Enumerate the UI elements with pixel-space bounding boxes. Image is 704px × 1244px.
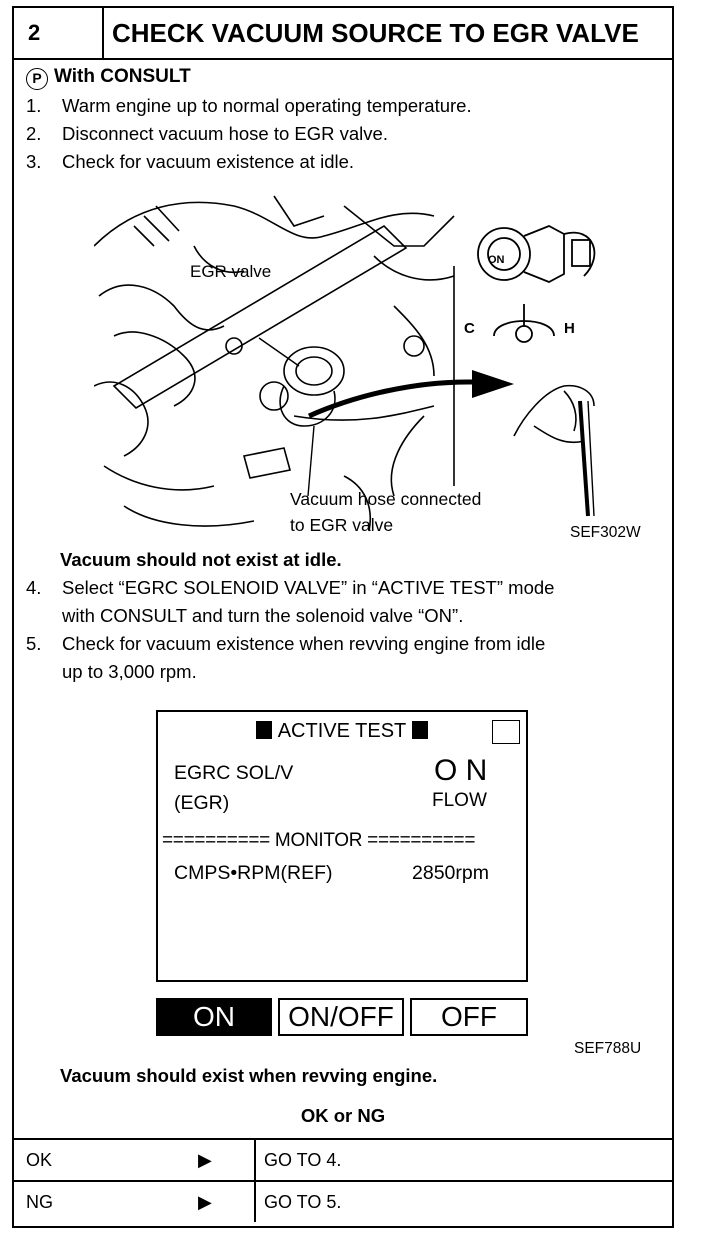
hose-label-line-2: to EGR valve	[290, 515, 394, 535]
on-button[interactable]: ON	[156, 998, 272, 1036]
result-action-ok[interactable]: GO TO 4.	[264, 1150, 342, 1170]
step-1: 1.Warm engine up to normal operating tem…	[26, 95, 472, 116]
consult-label: With CONSULT	[54, 66, 191, 87]
step-number: 2	[14, 8, 104, 58]
temp-hot-label: H	[564, 320, 575, 337]
ok-or-ng-label: OK or NG	[300, 1105, 386, 1126]
title-block-right-icon	[412, 721, 429, 739]
row-divider	[254, 1140, 256, 1180]
arrow-right-icon: ▶	[198, 1150, 212, 1170]
hose-label-line-1: Vacuum hose connected	[290, 489, 482, 509]
step-4-cont: with CONSULT and turn the solenoid valve…	[62, 605, 464, 626]
on-off-button[interactable]: ON/OFF	[278, 998, 404, 1036]
title-block-left-icon	[255, 721, 272, 739]
figure-code-2: SEF788U	[574, 1040, 642, 1057]
step-4: 4.Select “EGRC SOLENOID VALVE” in “ACTIV…	[26, 577, 555, 598]
figure-code-1: SEF302W	[570, 524, 641, 541]
header-bar: 2 CHECK VACUUM SOURCE TO EGR VALVE	[14, 8, 672, 60]
test-value-sub: FLOW	[432, 790, 487, 811]
consult-heading: P With CONSULT	[26, 66, 191, 92]
monitor-param-name: CMPS•RPM(REF)	[174, 862, 333, 884]
result-row-ok: OK ▶ GO TO 4.	[14, 1138, 672, 1180]
step-5: 5.Check for vacuum existence when revvin…	[26, 633, 546, 654]
off-button[interactable]: OFF	[410, 998, 528, 1036]
test-item-name: EGRC SOL/V	[174, 762, 294, 784]
arrow-right-icon: ▶	[198, 1192, 212, 1212]
egr-valve-illustration	[94, 195, 596, 532]
test-item-system: (EGR)	[174, 792, 230, 814]
monitor-param-value: 2850rpm	[412, 862, 489, 884]
result-label-ok: OK	[26, 1150, 53, 1170]
test-value: O N	[434, 754, 488, 787]
note-no-vacuum: Vacuum should not exist at idle.	[60, 549, 342, 570]
screen-corner-box[interactable]	[492, 720, 520, 744]
consult-screen: ACTIVE TEST EGRC SOL/V (EGR) O N FLOW ==…	[156, 710, 528, 982]
temp-cold-label: C	[464, 320, 475, 337]
page-title: CHECK VACUUM SOURCE TO EGR VALVE	[112, 18, 639, 48]
procedure-frame: 2 CHECK VACUUM SOURCE TO EGR VALVE P With…	[12, 6, 674, 1228]
consult-p-icon: P	[26, 68, 48, 90]
step-5-cont: up to 3,000 rpm.	[62, 661, 197, 682]
key-on-label: ON	[488, 254, 505, 266]
screen-title: ACTIVE TEST	[158, 720, 526, 743]
row-divider	[254, 1182, 256, 1222]
note-vacuum-exists: Vacuum should exist when revving engine.	[60, 1065, 438, 1086]
result-label-ng: NG	[26, 1192, 53, 1212]
result-row-ng: NG ▶ GO TO 5.	[14, 1180, 672, 1222]
step-2: 2.Disconnect vacuum hose to EGR valve.	[26, 123, 388, 144]
step-3: 3.Check for vacuum existence at idle.	[26, 151, 355, 172]
egr-valve-label: EGR valve	[190, 262, 272, 281]
monitor-divider: ========== MONITOR ==========	[162, 830, 476, 851]
result-action-ng[interactable]: GO TO 5.	[264, 1192, 342, 1212]
